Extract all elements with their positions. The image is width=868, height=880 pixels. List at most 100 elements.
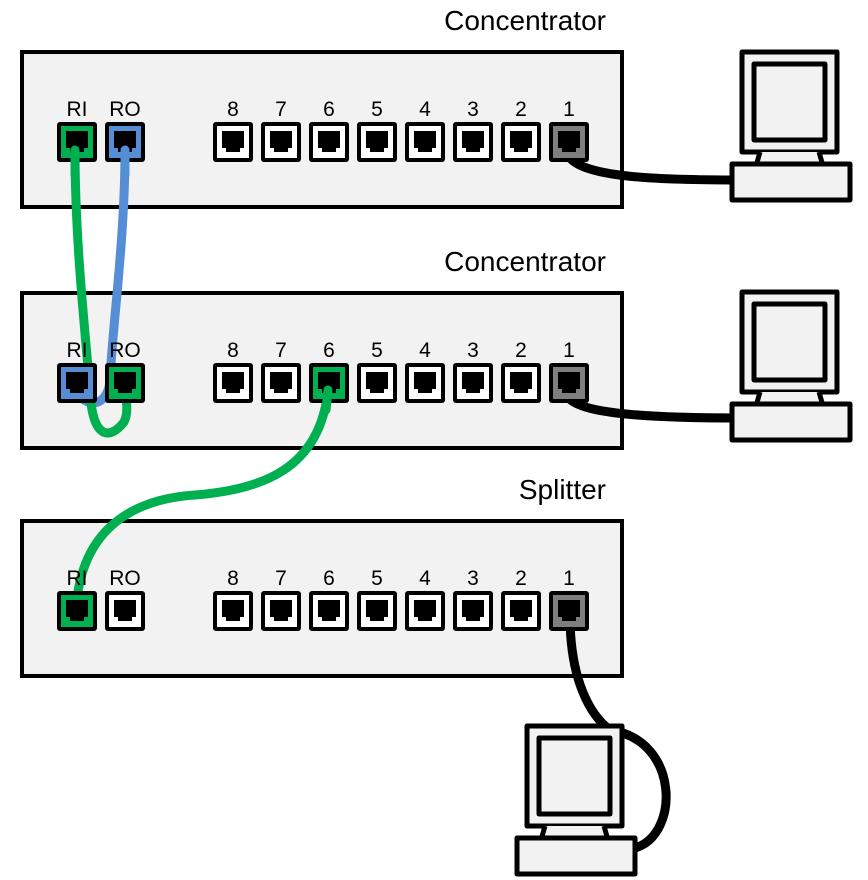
cable-port6-to-splitter-ri (71, 385, 333, 615)
port-label: 8 (227, 98, 239, 121)
port-label: RI (67, 339, 88, 362)
plug-mid-6 (321, 385, 333, 415)
port-label: 6 (323, 567, 335, 590)
rj45-jack-icon (366, 600, 388, 621)
port-8[interactable] (213, 363, 253, 403)
computer-icon (729, 289, 853, 443)
port-label: RI (67, 98, 88, 121)
rj45-jack-icon (414, 131, 436, 152)
rj45-jack-icon (270, 372, 292, 393)
port-label: RO (109, 339, 141, 362)
port-8[interactable] (213, 122, 253, 162)
port-label: 3 (467, 98, 479, 121)
rj45-jack-icon (510, 372, 532, 393)
port-3[interactable] (453, 363, 493, 403)
port-label: 4 (419, 567, 431, 590)
port-3[interactable] (453, 591, 493, 631)
ports-concentrator-top: RI RO 8 7 6 5 4 3 2 1 (57, 98, 589, 162)
rj45-jack-icon (462, 600, 484, 621)
port-7[interactable] (261, 122, 301, 162)
port-label: 6 (323, 98, 335, 121)
rj45-jack-icon (510, 600, 532, 621)
port-1[interactable] (549, 122, 589, 162)
device-title: Concentrator (444, 5, 606, 36)
port-ri[interactable] (57, 591, 97, 631)
port-2[interactable] (501, 363, 541, 403)
cable-ring-in-top-to-middle (70, 145, 132, 438)
port-label: RI (67, 567, 88, 590)
port-label: 3 (467, 567, 479, 590)
rj45-jack-icon (222, 372, 244, 393)
cable-pc1 (563, 150, 745, 185)
port-label: 1 (563, 567, 575, 590)
port-4[interactable] (405, 363, 445, 403)
rj45-jack-icon (366, 372, 388, 393)
rj45-jack-icon (66, 600, 88, 621)
port-label: RO (109, 567, 141, 590)
rj45-jack-icon (66, 372, 88, 393)
rj45-jack-icon (318, 372, 340, 393)
rj45-jack-icon (114, 372, 136, 393)
rj45-jack-icon (222, 600, 244, 621)
rj45-jack-icon (366, 131, 388, 152)
rj45-jack-icon (558, 131, 580, 152)
port-ri[interactable] (57, 363, 97, 403)
port-label: 2 (515, 98, 527, 121)
rj45-jack-icon (414, 600, 436, 621)
rj45-jack-icon (318, 600, 340, 621)
port-label: 2 (515, 339, 527, 362)
port-ri[interactable] (57, 122, 97, 162)
port-6[interactable] (309, 591, 349, 631)
screen (536, 735, 613, 817)
rj45-jack-icon (558, 600, 580, 621)
port-2[interactable] (501, 122, 541, 162)
port-label: 4 (419, 98, 431, 121)
port-5[interactable] (357, 591, 397, 631)
port-3[interactable] (453, 122, 493, 162)
port-6[interactable] (309, 363, 349, 403)
device-title: Concentrator (444, 246, 606, 277)
rj45-jack-icon (462, 131, 484, 152)
port-ro[interactable] (105, 591, 145, 631)
port-label: 8 (227, 567, 239, 590)
rj45-jack-icon (270, 131, 292, 152)
screen (751, 61, 828, 143)
port-8[interactable] (213, 591, 253, 631)
pc-base (514, 835, 638, 877)
port-label: 7 (275, 339, 287, 362)
port-label: 2 (515, 567, 527, 590)
rj45-jack-icon (414, 372, 436, 393)
port-7[interactable] (261, 591, 301, 631)
rj45-jack-icon (462, 372, 484, 393)
rj45-jack-icon (222, 131, 244, 152)
port-ro[interactable] (105, 363, 145, 403)
port-6[interactable] (309, 122, 349, 162)
computer-icon (729, 49, 853, 203)
port-label: 8 (227, 339, 239, 362)
port-1[interactable] (549, 363, 589, 403)
rj45-jack-icon (114, 600, 136, 621)
port-label: RO (109, 98, 141, 121)
port-5[interactable] (357, 363, 397, 403)
port-4[interactable] (405, 591, 445, 631)
port-label: 1 (563, 98, 575, 121)
pc-base (729, 161, 853, 203)
ports-splitter: RI RO 8 7 6 5 4 3 2 1 (57, 567, 589, 631)
port-label: 3 (467, 339, 479, 362)
port-4[interactable] (405, 122, 445, 162)
device-title: Splitter (519, 474, 606, 505)
port-label: 1 (563, 339, 575, 362)
pc-base (729, 401, 853, 443)
port-1[interactable] (549, 591, 589, 631)
rj45-jack-icon (66, 131, 88, 152)
port-label: 5 (371, 98, 383, 121)
port-label: 7 (275, 567, 287, 590)
rj45-jack-icon (318, 131, 340, 152)
port-label: 5 (371, 567, 383, 590)
port-2[interactable] (501, 591, 541, 631)
port-5[interactable] (357, 122, 397, 162)
port-label: 7 (275, 98, 287, 121)
port-7[interactable] (261, 363, 301, 403)
